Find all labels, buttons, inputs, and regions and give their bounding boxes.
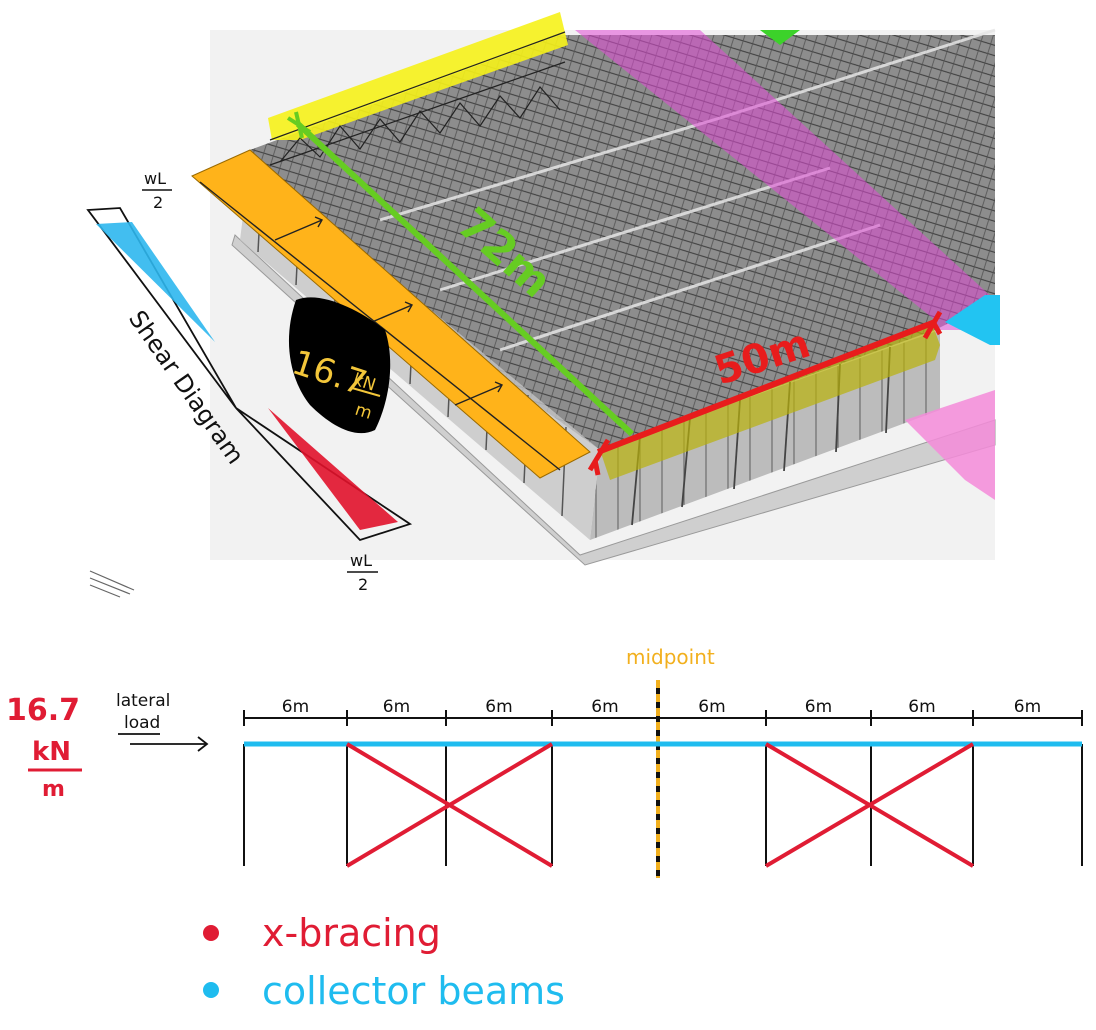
load-badge-fraction-bar xyxy=(351,387,381,397)
bay-dimension-label: 6m xyxy=(1014,697,1041,717)
x-brace-member xyxy=(764,742,975,868)
lateral-load-arrow xyxy=(118,733,209,752)
shear-negative-fill xyxy=(268,408,398,530)
legend-label-x-bracing: x-bracing xyxy=(262,911,441,955)
building-3d-view: 72m 50m 16.7 kN m xyxy=(89,12,1000,598)
yellow-highlight-top xyxy=(268,12,568,140)
bay-dimension-label: 6m xyxy=(591,697,618,717)
elevation-load-value: 16.7 xyxy=(6,693,80,728)
green-block xyxy=(760,30,800,45)
long-dimension-line xyxy=(295,121,635,437)
x-brace-member xyxy=(345,742,554,868)
lateral-load-label-2: load xyxy=(124,713,160,733)
bay-dimension-label: 6m xyxy=(282,697,309,717)
stray-corner xyxy=(89,570,135,598)
legend: x-bracing collector beams xyxy=(203,911,565,1013)
yellow-highlight-front xyxy=(600,323,940,480)
short-dimension-tick-left xyxy=(587,438,611,476)
midpoint-label: midpoint xyxy=(626,645,715,669)
bay-dimension-label: 6m xyxy=(908,697,935,717)
load-badge xyxy=(288,297,391,434)
legend-dot-collector xyxy=(203,982,219,998)
elevation-geometry: 6m 6m 6m 6m 6m 6m 6m 6m xyxy=(243,680,1083,878)
legend-dot-x-bracing xyxy=(203,925,219,941)
elevation-load-unit-den: m xyxy=(42,777,65,802)
bay-dimension-label: 6m xyxy=(805,697,832,717)
shear-positive-triangle xyxy=(86,207,237,409)
shear-bottom-den: 2 xyxy=(358,575,368,594)
magenta-ramp xyxy=(905,390,995,500)
shear-top-den: 2 xyxy=(153,193,163,212)
bay-dimension-label: 6m xyxy=(698,697,725,717)
short-dimension-tick-right xyxy=(922,310,943,340)
shear-positive-fill xyxy=(96,222,215,342)
cyan-block xyxy=(945,295,1000,345)
short-dimension-line xyxy=(596,319,937,455)
shear-bottom-num: wL xyxy=(350,551,372,570)
bay-dimension-label: 6m xyxy=(485,697,512,717)
load-badge-unit-den: m xyxy=(352,400,374,424)
shear-top-num: wL xyxy=(144,169,166,188)
magenta-band xyxy=(575,30,995,330)
elevation-load-unit-num: kN xyxy=(32,737,71,767)
legend-label-collector: collector beams xyxy=(262,969,565,1013)
long-dimension-tick xyxy=(286,111,312,139)
bay-dimension-label: 6m xyxy=(383,697,410,717)
lateral-load-label-1: lateral xyxy=(116,691,170,711)
